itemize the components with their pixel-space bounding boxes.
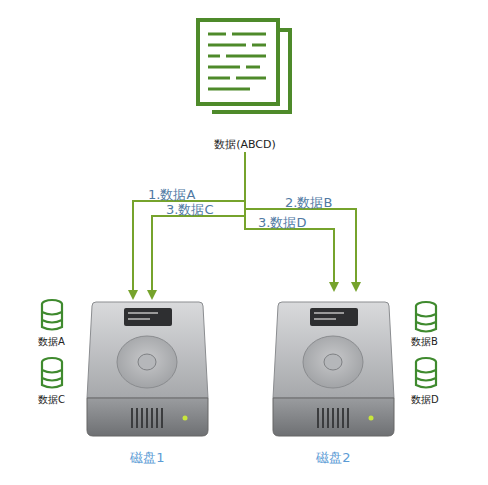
plate-line — [128, 318, 150, 320]
step-label: 1.数据A — [148, 187, 195, 202]
node-label: 数据(ABCD) — [190, 137, 300, 152]
node-label: 磁盘1 — [85, 449, 210, 466]
disk-platter — [303, 336, 363, 388]
database-icon — [42, 358, 62, 388]
database-icon — [416, 358, 436, 388]
front-page — [198, 20, 278, 104]
hard-disk — [87, 302, 208, 436]
disk-label-plate — [124, 308, 172, 326]
data-flow-arrow — [133, 152, 245, 298]
disk-node: 磁盘2 — [271, 290, 396, 466]
data-block-label: 数据A — [38, 336, 65, 348]
database-icons — [42, 300, 436, 388]
data-flow-arrow — [245, 152, 356, 290]
disk-front — [273, 398, 394, 436]
vent-grille — [132, 408, 162, 428]
plate-line — [314, 312, 344, 314]
step-label: 3.数据D — [258, 215, 306, 230]
document-icon — [198, 20, 290, 112]
disk-platter — [117, 336, 177, 388]
vent-grille — [318, 408, 348, 428]
data-block-label: 数据C — [38, 394, 65, 406]
data-block-label: 数据B — [411, 336, 438, 348]
disk-top — [273, 302, 394, 398]
disk-front — [87, 398, 208, 436]
plate-line — [128, 312, 158, 314]
disk-label-plate — [310, 308, 358, 326]
step-label: 2.数据B — [285, 195, 332, 210]
data-flow-arrow — [152, 152, 245, 298]
document-node: 数据(ABCD) — [190, 16, 300, 152]
disk-top — [87, 302, 208, 398]
plate-line — [314, 318, 336, 320]
database-icon — [416, 302, 436, 332]
node-label: 磁盘2 — [271, 449, 396, 466]
hard-disk — [273, 302, 394, 436]
step-label: 3.数据C — [166, 202, 213, 217]
disk-spindle — [138, 354, 156, 370]
database-icon — [42, 300, 62, 330]
disk-spindle — [324, 354, 342, 370]
text-lines — [208, 34, 266, 89]
data-flow-arrow — [245, 152, 334, 290]
data-block-label: 数据D — [411, 394, 439, 406]
status-led — [183, 416, 188, 421]
status-led — [369, 416, 374, 421]
disk-node: 磁盘1 — [85, 298, 210, 466]
